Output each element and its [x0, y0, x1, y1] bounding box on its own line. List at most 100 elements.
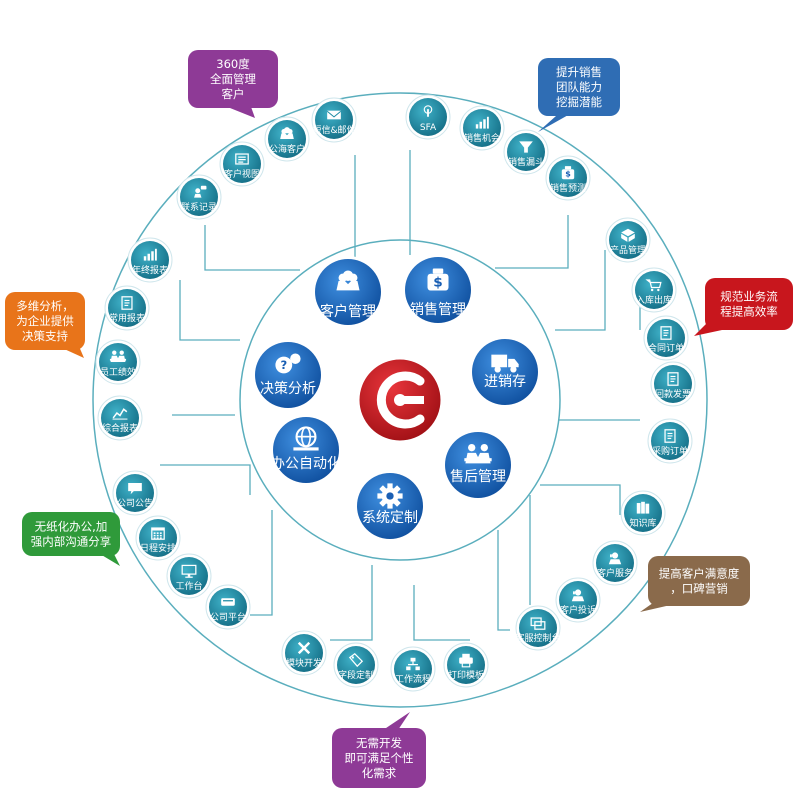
callout-box — [332, 728, 426, 788]
report-icon — [121, 296, 133, 310]
complaint-icon — [571, 589, 585, 602]
core-module-inventory[interactable]: 进销存 — [469, 336, 541, 408]
callout-line: 即可满足个性 — [345, 751, 414, 765]
core-module-office-automation[interactable]: 办公自动化 — [270, 414, 342, 486]
core-module-label: 客户管理 — [320, 303, 376, 320]
feature-public-customers[interactable]: 公海客户 — [264, 116, 310, 162]
svg-text:$: $ — [433, 274, 443, 290]
platform-icon — [221, 598, 235, 606]
outer-ring — [92, 92, 708, 708]
feature-circle — [315, 101, 353, 139]
feature-contact-record[interactable]: 联系记录 — [176, 174, 222, 220]
feature-sales-forecast[interactable]: $销售预测 — [545, 155, 591, 201]
feature-workflow[interactable]: 工作流程 — [390, 646, 436, 692]
bar-growth-icon — [475, 116, 489, 129]
feature-annual-report[interactable]: 年终报表 — [127, 237, 173, 283]
feature-company-platform[interactable]: 公司平台 — [205, 584, 251, 630]
feature-label: 打印模板 — [448, 669, 484, 681]
center-logo — [356, 356, 444, 444]
feature-payment-invoice[interactable]: 回款发票 — [650, 361, 696, 407]
feature-print-template[interactable]: 打印模板 — [443, 642, 489, 688]
touch-icon — [423, 105, 433, 117]
feature-sales-opportunity[interactable]: 销售机会 — [459, 105, 505, 151]
callout-line: ，口碑营销 — [670, 582, 728, 596]
feature-circle — [635, 271, 673, 309]
feature-staff-performance[interactable]: 员工绩效 — [95, 339, 141, 385]
feature-stock-in-out[interactable]: 入库出库 — [631, 267, 677, 313]
core-module-circle — [255, 342, 321, 408]
feature-label: SFA — [420, 123, 437, 133]
feature-sfa[interactable]: SFA — [405, 94, 451, 140]
callout-line: 360度 — [216, 57, 250, 71]
feature-label: 年终报表 — [132, 264, 168, 276]
feature-label: 综合报表 — [102, 422, 138, 434]
core-module-after-sales[interactable]: 售后管理 — [442, 429, 514, 501]
feature-purchase-order[interactable]: 采购订单 — [647, 418, 693, 464]
core-module-sales-mgmt[interactable]: $ 销售管理 — [402, 254, 474, 326]
core-module-decision-analysis[interactable]: ? 决策分析 — [252, 339, 324, 411]
feature-label: 产品管理 — [610, 244, 646, 256]
feature-field-custom[interactable]: 字段定制 — [333, 642, 379, 688]
feature-customer-service[interactable]: 客户服务 — [592, 540, 638, 586]
core-module-label: 办公自动化 — [271, 456, 341, 472]
printer-icon — [459, 653, 473, 668]
feature-product-mgmt[interactable]: 产品管理 — [605, 217, 651, 263]
feature-label: 工作台 — [175, 580, 202, 592]
core-module-label: 决策分析 — [260, 380, 316, 397]
person-chat-icon — [194, 185, 207, 198]
feature-label: 公海客户 — [269, 143, 305, 155]
core-module-label: 售后管理 — [450, 469, 506, 485]
core-module-circle — [445, 432, 511, 498]
svg-text:?: ? — [280, 358, 287, 372]
feature-circle — [99, 343, 137, 381]
feature-circle — [209, 588, 247, 626]
feature-module-dev[interactable]: 模块开发 — [281, 630, 327, 676]
feature-circle — [101, 399, 139, 437]
feature-customer-view[interactable]: 客户视图 — [219, 141, 265, 187]
feature-summary-report[interactable]: 综合报表 — [97, 395, 143, 441]
feature-sms-email[interactable]: 短信&邮件 — [311, 97, 357, 143]
callout-box — [22, 512, 120, 556]
core-module-customer-mgmt[interactable]: 客户管理 — [312, 256, 384, 328]
feature-label: 入库出库 — [636, 294, 672, 306]
flowchart-icon — [406, 657, 420, 671]
feature-customer-complaint[interactable]: 客户投诉 — [555, 577, 601, 623]
feature-label: 工作流程 — [395, 673, 431, 685]
core-module-system-custom[interactable]: 系统定制 — [354, 470, 426, 542]
feature-company-notice[interactable]: 公司公告 — [112, 470, 158, 516]
feature-label: 知识库 — [629, 517, 656, 529]
callout-line: 为企业提供 — [16, 314, 74, 328]
callout-tail — [380, 712, 410, 732]
callout-line: 无需开发 — [356, 736, 402, 750]
feature-knowledge-base[interactable]: 知识库 — [620, 490, 666, 536]
feature-contract-order[interactable]: 合同订单 — [643, 315, 689, 361]
line-chart-icon — [112, 408, 128, 420]
callout-line: 强内部沟通分享 — [31, 535, 112, 549]
core-module-label: 销售管理 — [410, 302, 466, 318]
feature-sales-funnel[interactable]: 销售漏斗 — [503, 129, 549, 175]
callout-line: 挖掘潜能 — [556, 95, 602, 109]
document-icon — [664, 429, 676, 443]
feature-label: 字段定制 — [338, 669, 374, 681]
feature-label: 客户视图 — [224, 168, 260, 180]
feature-circle — [108, 289, 146, 327]
feature-workbench[interactable]: 工作台 — [166, 553, 212, 599]
feature-label: 模块开发 — [286, 657, 322, 669]
core-module-label: 系统定制 — [362, 510, 418, 526]
handshake-icon — [464, 443, 492, 464]
feature-common-report[interactable]: 常用报表 — [104, 285, 150, 331]
money-bag-icon: $ — [427, 268, 449, 291]
feature-label: 日程安排 — [140, 542, 176, 554]
callout-tail — [538, 114, 570, 132]
feature-circle — [116, 474, 154, 512]
feature-circle — [519, 609, 557, 647]
feature-service-console[interactable]: 客服控制台 — [515, 605, 561, 651]
feature-label: 短信&邮件 — [312, 124, 355, 136]
feature-schedule[interactable]: 日程安排 — [135, 515, 181, 561]
gear-icon — [377, 483, 403, 509]
calendar-icon — [151, 527, 165, 540]
